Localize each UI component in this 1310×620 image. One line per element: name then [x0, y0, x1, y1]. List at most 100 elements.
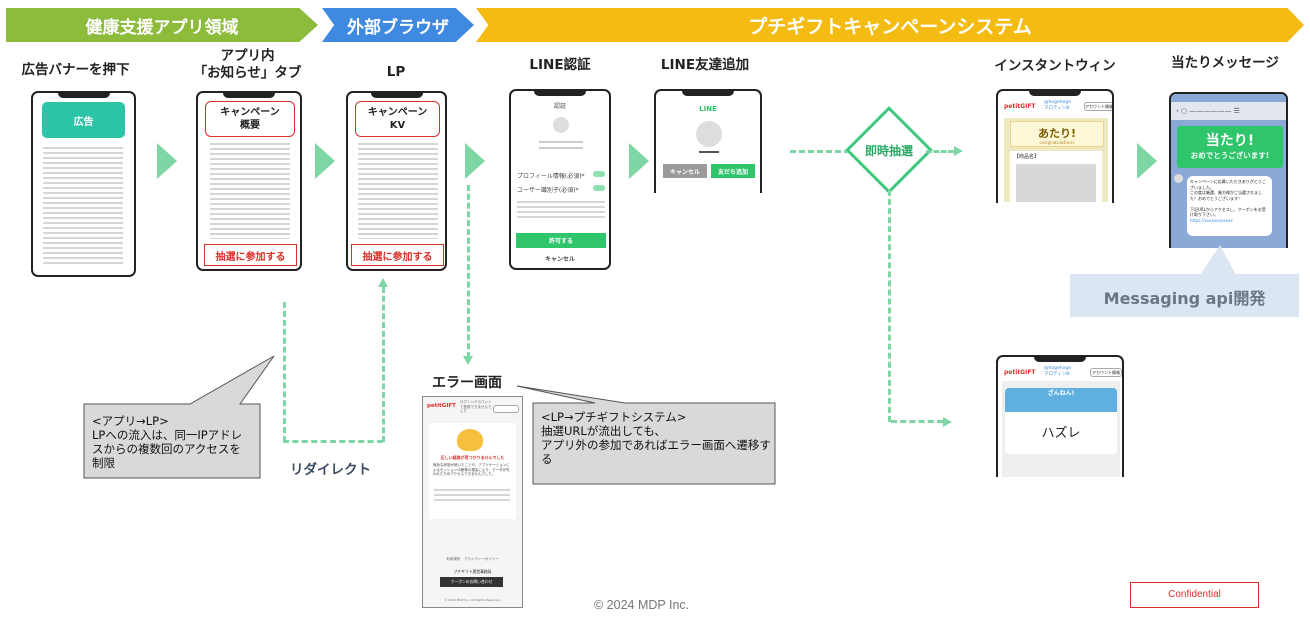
avatar	[696, 121, 722, 147]
placeholder-text-lines	[43, 147, 123, 265]
phone-notice-tab: キャンペーン 概要 抽選に参加する	[196, 91, 302, 271]
step-line-friend-label: LINE友達追加	[660, 57, 750, 73]
section-app-area: 健康支援アプリ領域	[6, 8, 318, 42]
connector-line	[467, 185, 470, 358]
step-notice-label: アプリ内 「お知らせ」タブ	[193, 48, 302, 81]
lose-card: ざんねん! ハズレ	[1005, 388, 1117, 454]
contact-button[interactable]: クーポンのお問い合わせ	[440, 577, 503, 587]
flow-arrow-icon	[315, 143, 335, 179]
connector-line	[926, 150, 954, 153]
cancel-button[interactable]: キャンセル	[663, 164, 707, 178]
placeholder-text-lines	[210, 143, 290, 239]
arrowhead-icon	[378, 278, 388, 287]
win-banner: あたり! congratulations	[1010, 121, 1104, 147]
profile-permission-row: プロフィール情報(必須)*	[517, 173, 585, 180]
placeholder-text-lines	[358, 143, 438, 239]
phone-notch	[370, 93, 423, 98]
account-info-button[interactable]: アカウント情報	[1090, 368, 1122, 377]
error-screen: petitGIFT ログインアカウントで登録できませんでした 正しい経路が見つか…	[422, 396, 523, 608]
congrats-text: congratulations	[1039, 141, 1075, 146]
petitgift-logo: petitGIFT	[1004, 369, 1036, 376]
ad-banner-button[interactable]: 広告	[42, 102, 125, 138]
win-subtitle: おめでとうございます!	[1190, 151, 1270, 160]
account-info-button[interactable]: アカウント情報	[1084, 102, 1113, 111]
connector-line	[888, 190, 891, 422]
phone-instant-win: petitGIFT @hogehoge マロティンB アカウント情報 あたり! …	[996, 89, 1114, 203]
phone-notch	[1029, 91, 1081, 96]
arrowhead-icon	[943, 417, 952, 427]
error-screen-label: エラー画面	[432, 375, 502, 391]
messaging-api-label: Messaging api開発	[1103, 289, 1266, 308]
coupon-link[interactable]: https://xxxxxxxxxxxx	[1190, 217, 1233, 223]
office-label: プチギフト運営事務局	[453, 569, 492, 574]
step-instant-win-label: インスタントウィン	[994, 58, 1116, 74]
phone-notch	[682, 91, 734, 96]
flow-arrow-icon	[465, 143, 485, 179]
phone-lose: petitGIFT @hogehoge マロティンB アカウント情報 ざんねん!…	[996, 355, 1124, 477]
account-id: @hogehoge マロティンB	[1044, 366, 1071, 377]
footer-links: 利用規約 プライバシーポリシー	[423, 557, 522, 562]
phone-line-friend: LINE キャンセル 友だち追加	[654, 89, 762, 193]
callout-box-ip	[83, 355, 275, 479]
phone-notch	[534, 91, 586, 96]
add-friend-button[interactable]: 友だち追加	[711, 164, 755, 178]
phone-win-message: ‹ ○ —————— ☰ 当たり! おめでとうございます! キャンペーンに応募い…	[1169, 92, 1288, 248]
toggle-switch[interactable]	[593, 185, 605, 191]
phone-lp: キャンペーン KV 抽選に参加する	[346, 91, 447, 271]
join-lottery-button[interactable]: 抽選に参加する	[351, 244, 444, 266]
divider	[699, 151, 719, 153]
connector-line	[891, 420, 943, 423]
error-copyright: © 2024 MDP Inc. All Rights Reserved.	[444, 598, 501, 602]
flow-arrow-icon	[629, 143, 649, 179]
connector-line	[382, 287, 385, 442]
prize-name: 【商品名】	[1014, 154, 1040, 160]
campaign-kv-box: キャンペーン KV	[355, 101, 440, 137]
campaign-summary-box: キャンペーン 概要	[205, 101, 295, 137]
avatar	[553, 117, 569, 133]
account-info-button[interactable]	[493, 405, 519, 413]
chat-header: ‹ ○ —————— ☰	[1171, 102, 1286, 120]
placeholder-text-lines	[434, 489, 510, 503]
lottery-label: 即時抽選	[864, 144, 913, 158]
step-win-message-label: 当たりメッセージ	[1171, 55, 1279, 71]
auth-header: 認証	[553, 103, 566, 110]
prize-card: 【商品名】	[1010, 151, 1102, 202]
callout-box-url	[516, 385, 776, 485]
join-lottery-button[interactable]: 抽選に参加する	[204, 244, 297, 266]
step-banner-label: 広告バナーを押下	[21, 62, 130, 78]
phone-notch	[57, 93, 110, 98]
confidential-badge: Confidential	[1130, 582, 1259, 608]
flow-arrow-icon	[1137, 143, 1157, 179]
toggle-switch[interactable]	[593, 171, 605, 177]
arrowhead-icon	[954, 146, 963, 156]
error-card: 正しい経路が見つかりませんでした 無効な状態が続いたことや、アプリケーションによ…	[429, 423, 516, 519]
win-card: 当たり! おめでとうございます!	[1177, 126, 1283, 168]
lose-result: ハズレ	[1041, 426, 1081, 441]
message-body: キャンペーンに応募いただきありがとうございました。 この度は厳選、厳方様がご当選…	[1190, 179, 1266, 217]
section-external-browser: 外部ブラウザ	[322, 8, 474, 42]
message-bubble: キャンペーンに応募いただきありがとうございました。 この度は厳選、厳方様がご当選…	[1187, 176, 1272, 236]
petitgift-logo: petitGIFT	[1004, 103, 1036, 110]
divider	[539, 141, 583, 143]
phone-notch	[223, 93, 275, 98]
account-id: @hogehoge マロティンB	[1044, 100, 1071, 111]
step-lp-label: LP	[386, 64, 406, 80]
allow-button[interactable]: 許可する	[516, 233, 606, 248]
redirect-label: リダイレクト	[290, 462, 371, 478]
cancel-link[interactable]: キャンセル	[544, 256, 575, 263]
phone-banner: 広告	[31, 91, 136, 277]
copyright: © 2024 MDP Inc.	[594, 598, 690, 612]
user-id-permission-row: ユーザー識別子(必須)*	[517, 187, 579, 194]
placeholder-text-lines	[517, 201, 605, 221]
prize-image	[1016, 164, 1096, 202]
error-illustration-icon	[457, 429, 483, 451]
step-line-auth-label: LINE認証	[529, 57, 591, 73]
win-text: あたり!	[1037, 127, 1077, 140]
terms-link[interactable]: 利用規約	[446, 557, 461, 561]
privacy-link[interactable]: プライバシーポリシー	[463, 557, 499, 561]
callout-url-text: <LP→プチギフトシステム> 抽選URLが流出しても、 アプリ外の参加であればエ…	[541, 410, 771, 466]
connector-line	[790, 150, 850, 153]
callout-ip-text: <アプリ→LP> LPへの流入は、同一IPアドレスからの複数回のアクセスを制限	[92, 414, 243, 470]
error-body: 無効な状態が続いたことや、アプリケーションによるセッション中断等の理由により、デ…	[433, 463, 510, 476]
login-note: ログインアカウントで登録できませんでした	[460, 400, 492, 413]
